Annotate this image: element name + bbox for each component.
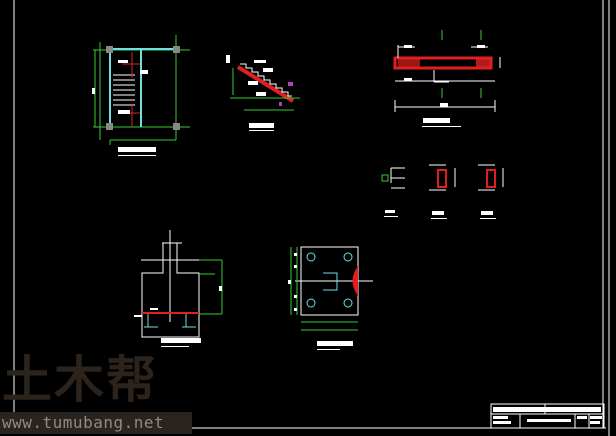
foundation-section-title <box>161 338 201 343</box>
section-1-1 <box>381 167 405 217</box>
foundation-plan-title <box>317 341 353 346</box>
stair-plan-title <box>118 147 156 152</box>
title-block-text <box>493 407 602 424</box>
section-3-3 <box>478 164 504 219</box>
beam-detail <box>393 30 501 127</box>
foundation-section <box>134 230 223 347</box>
stair-section-title <box>249 123 274 128</box>
beam-detail-title <box>423 118 450 123</box>
watermark-url: www.tumubang.net <box>0 412 192 434</box>
stair-section <box>226 55 300 131</box>
watermark-logo: 土木帮 <box>2 351 158 409</box>
stair-plan <box>92 35 190 156</box>
section-2-2 <box>429 164 456 219</box>
foundation-plan <box>288 246 373 350</box>
